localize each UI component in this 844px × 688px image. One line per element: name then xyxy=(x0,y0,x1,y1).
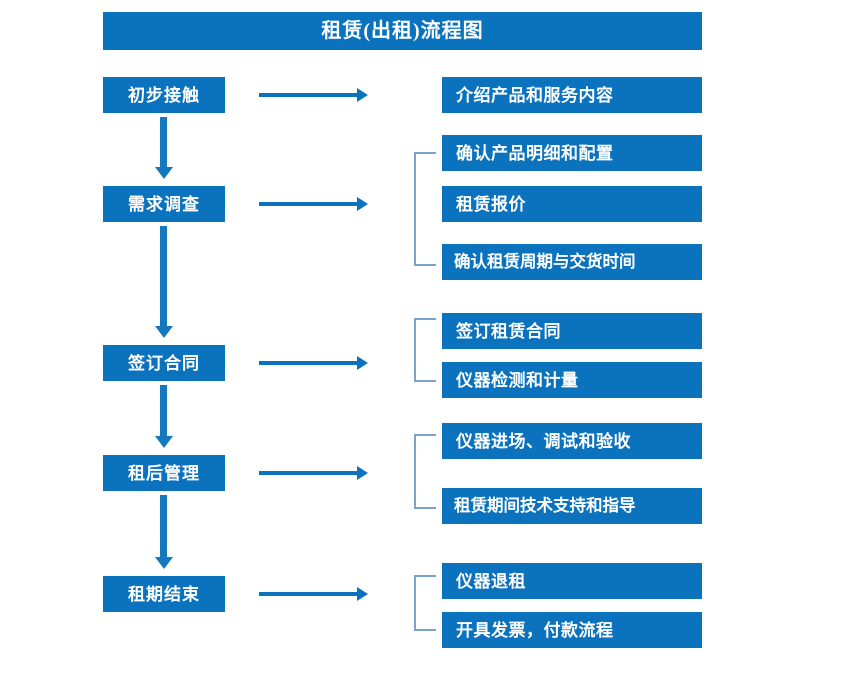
arrow-shaft xyxy=(259,361,358,365)
right-arrow-icon-to-introduce-products xyxy=(259,88,368,102)
right-arrow-icon-to-needs-details xyxy=(259,197,368,211)
detail-box-instrument-onsite[interactable]: 仪器进场、调试和验收 xyxy=(442,423,702,459)
detail-box-rental-quote[interactable]: 租赁报价 xyxy=(442,186,702,222)
stage-box-initial-contact[interactable]: 初步接触 xyxy=(103,77,225,113)
arrow-shaft xyxy=(160,385,167,437)
arrow-shaft xyxy=(160,117,167,168)
arrow-head xyxy=(357,88,368,102)
arrow-head xyxy=(357,466,368,480)
arrow-head xyxy=(155,326,173,338)
stage-box-post-rental[interactable]: 租后管理 xyxy=(103,455,225,491)
arrow-head xyxy=(155,167,173,179)
detail-box-introduce-products[interactable]: 介绍产品和服务内容 xyxy=(442,77,702,113)
group-bracket-needs-survey xyxy=(414,152,436,266)
arrow-shaft xyxy=(259,471,358,475)
arrow-head xyxy=(155,436,173,448)
arrow-shaft xyxy=(160,495,167,558)
arrow-shaft xyxy=(259,202,358,206)
detail-box-sign-lease-agreement[interactable]: 签订租赁合同 xyxy=(442,313,702,349)
page-title: 租赁(出租)流程图 xyxy=(103,12,702,50)
down-arrow-icon-post-rental-to-lease-end xyxy=(155,495,173,569)
right-arrow-icon-to-post-rental-details xyxy=(259,466,368,480)
arrow-shaft xyxy=(160,226,167,327)
stage-box-lease-end[interactable]: 租期结束 xyxy=(103,576,225,612)
arrow-shaft xyxy=(259,93,358,97)
detail-box-confirm-period[interactable]: 确认租赁周期与交货时间 xyxy=(442,244,702,280)
right-arrow-icon-to-contract-details xyxy=(259,356,368,370)
detail-box-confirm-spec[interactable]: 确认产品明细和配置 xyxy=(442,135,702,171)
stage-box-needs-survey[interactable]: 需求调查 xyxy=(103,186,225,222)
detail-box-instrument-testing[interactable]: 仪器检测和计量 xyxy=(442,362,702,398)
group-bracket-post-rental xyxy=(414,434,436,509)
arrow-head xyxy=(357,197,368,211)
arrow-shaft xyxy=(259,592,358,596)
arrow-head xyxy=(155,557,173,569)
group-bracket-lease-end xyxy=(414,575,436,631)
stage-box-sign-contract[interactable]: 签订合同 xyxy=(103,345,225,381)
down-arrow-icon-contact-to-survey xyxy=(155,117,173,179)
group-bracket-sign-contract xyxy=(414,318,436,382)
detail-box-instrument-return[interactable]: 仪器退租 xyxy=(442,563,702,599)
detail-box-technical-support[interactable]: 租赁期间技术支持和指导 xyxy=(442,488,702,524)
arrow-head xyxy=(357,587,368,601)
arrow-head xyxy=(357,356,368,370)
down-arrow-icon-contract-to-post-rental xyxy=(155,385,173,448)
detail-box-invoice-payment[interactable]: 开具发票，付款流程 xyxy=(442,612,702,648)
right-arrow-icon-to-lease-end-details xyxy=(259,587,368,601)
down-arrow-icon-survey-to-contract xyxy=(155,226,173,338)
